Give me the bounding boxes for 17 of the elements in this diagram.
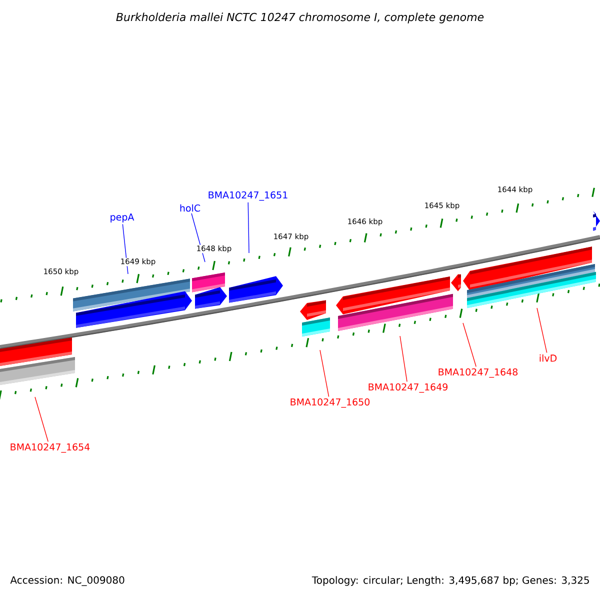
gene-label: holC [180,204,200,212]
leader-line [248,202,250,254]
leader-line [462,322,476,368]
gene-label: BMA10247_1651 [208,191,288,201]
gene-label: ilvD [540,354,557,362]
leader-line [400,336,408,382]
gene-label: BMA10247_1648 [438,368,518,378]
leader-line [536,308,548,354]
genome-info-text: Topology: circular; Length: 3,495,687 bp; Genes: 3,325 [312,576,589,586]
accession-text: Accession: NC_009080 [10,576,124,586]
leader-line [320,350,330,398]
gene-label: BMA10247_1654 [10,443,90,453]
leader-line [34,396,48,442]
gene-label: pepA [110,214,134,222]
title: Burkholderia mallei NCTC 10247 chromosome I, complete genome [116,12,484,24]
gene-label: BMA10247_1650 [290,398,370,408]
gene-label: BMA10247_1649 [368,383,448,393]
